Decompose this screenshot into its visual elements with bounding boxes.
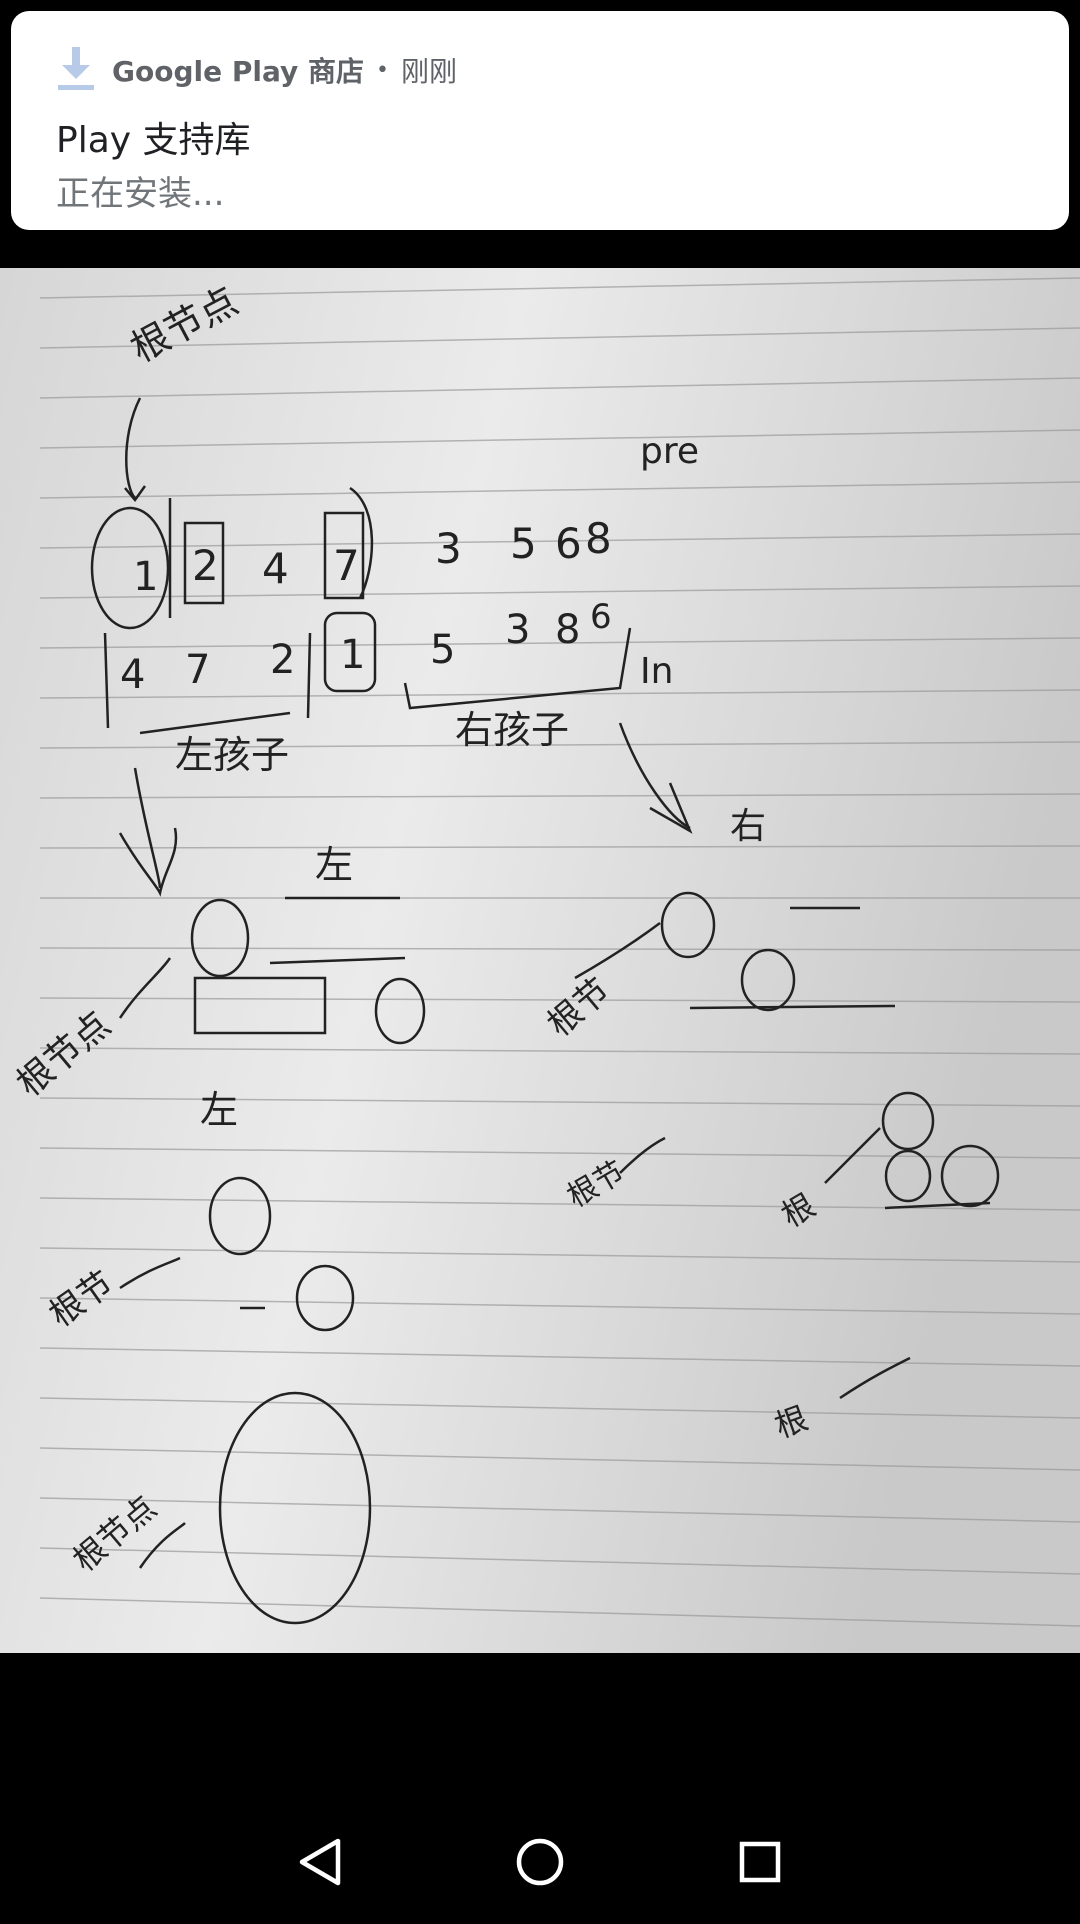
back-button[interactable] [260,1800,380,1920]
pre-label: pre [640,431,699,472]
in-label: In [640,651,673,692]
home-button[interactable] [480,1800,600,1920]
in-digit: 2 [270,637,295,683]
notification-separator: • [376,57,389,83]
pre-digit: 8 [585,514,612,563]
pre-digit: 5 [510,519,537,568]
pre-digit: 3 [435,524,462,573]
in-digit: 1 [340,632,365,678]
back-triangle-icon [299,1838,341,1886]
pre-digit: 6 [555,519,582,568]
in-digit: 7 [185,647,210,693]
left-child-label: 左孩子 [175,733,289,777]
navigation-bar [0,1800,1080,1920]
left-label: 左 [315,843,353,887]
in-digit: 4 [120,652,145,698]
recents-square-icon [739,1841,781,1883]
recents-button[interactable] [700,1800,820,1920]
home-circle-icon [516,1838,564,1886]
notification-card[interactable]: Google Play 商店 • 刚刚 Play 支持库 正在安装... [11,11,1069,230]
pre-digit: 2 [192,541,219,590]
pre-digit: 1 [133,554,158,600]
notification-app-name: Google Play 商店 [112,55,364,88]
notification-title: Play 支持库 [56,120,251,161]
right-child-label: 右孩子 [455,708,569,752]
notes-drawing: 根节点 pre In 1 2 4 7 3 5 6 8 4 7 2 1 5 3 8… [0,268,1080,1653]
handwritten-notes-photo: 根节点 pre In 1 2 4 7 3 5 6 8 4 7 2 1 5 3 8… [0,268,1080,1653]
notification-time: 刚刚 [400,55,457,88]
pre-digit: 7 [333,541,360,590]
in-digit: 6 [590,597,612,637]
notification-text: 正在安装... [56,174,225,214]
in-digit: 3 [505,607,530,653]
pre-digit: 4 [262,544,289,593]
in-digit: 8 [555,607,580,653]
right-label: 右 [730,806,766,847]
notification-header: Google Play 商店 • 刚刚 [56,47,457,93]
left-label: 左 [200,1088,238,1132]
download-icon [58,47,94,90]
in-digit: 5 [430,627,455,673]
